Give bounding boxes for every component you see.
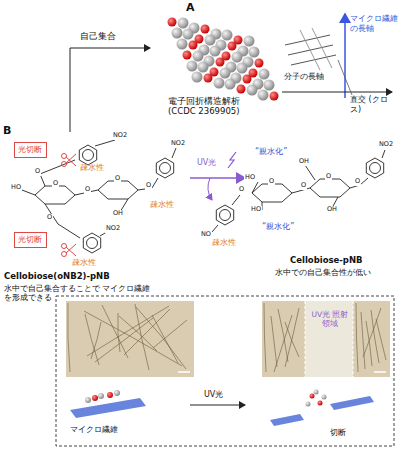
atom-label: HO [250, 206, 262, 214]
annotation-label: 水中での自己集合性が低い [275, 268, 371, 277]
atom-label: OH [112, 210, 124, 218]
annotation-label: “親水化” [262, 222, 294, 232]
annotation-label: Cellobiose-pNB [290, 255, 363, 265]
atom-label: NO2 [105, 225, 121, 233]
atom-label: O [325, 173, 332, 181]
atom-label: O [34, 168, 41, 176]
atom-label: O [114, 175, 121, 183]
atom-label: O [354, 178, 361, 186]
annotation-label: 切断 [330, 428, 346, 438]
annotation-label: 疎水性 [212, 238, 236, 248]
annotation-label: 直交 (クロス) [350, 95, 395, 114]
annotation-label: UV光 [204, 390, 223, 400]
atom-label: O [52, 180, 59, 188]
atom-label: OH [326, 206, 338, 214]
annotation-label: 分子の長軸 [284, 72, 324, 82]
node-text: 光切断 [18, 234, 43, 245]
atom-label: NO [200, 231, 212, 239]
cleavage-box: 光切断 [14, 232, 47, 248]
annotation-label: 電子回折構造解析 (CCDC 2369905) [168, 96, 268, 116]
atom-label: NO2 [170, 140, 186, 148]
annotation-label: Cellobiose(oNB2)-pNB [4, 271, 110, 281]
annotation-label: UV光 [197, 158, 216, 168]
node-text: 光切断 [18, 144, 43, 155]
atom-label: O [145, 182, 152, 190]
atom-label: OH [298, 158, 310, 166]
annotation-label: 疎水性 [150, 200, 174, 210]
annotation-label: マイクロ繊維の長軸 [350, 14, 398, 33]
atom-label: HO [10, 184, 22, 192]
annotation-label: UV光 照射領域 [308, 310, 352, 328]
annotation-label: 疎水性 [80, 163, 104, 173]
annotation-label: “親水化” [255, 147, 287, 157]
cleavage-box: 光切断 [14, 142, 47, 158]
annotation-label: 水中で自己集合することで マイクロ繊維を形成できる [4, 284, 154, 302]
atom-label: O [300, 182, 307, 190]
atom-label: O [268, 178, 275, 186]
atom-label: HO [244, 174, 256, 182]
panel-letter: B [3, 124, 11, 137]
annotation-label: 疎水性 [72, 258, 96, 268]
annotation-label: マイクロ繊維 [70, 425, 118, 435]
annotation-label: 自己集合 [80, 31, 116, 41]
atom-label: O [238, 186, 245, 194]
panel-letter: A [186, 1, 195, 14]
atom-label: NO2 [378, 141, 394, 149]
atom-label: O [46, 214, 53, 222]
atom-label: O [84, 186, 91, 194]
atom-label: NO2 [112, 132, 128, 140]
